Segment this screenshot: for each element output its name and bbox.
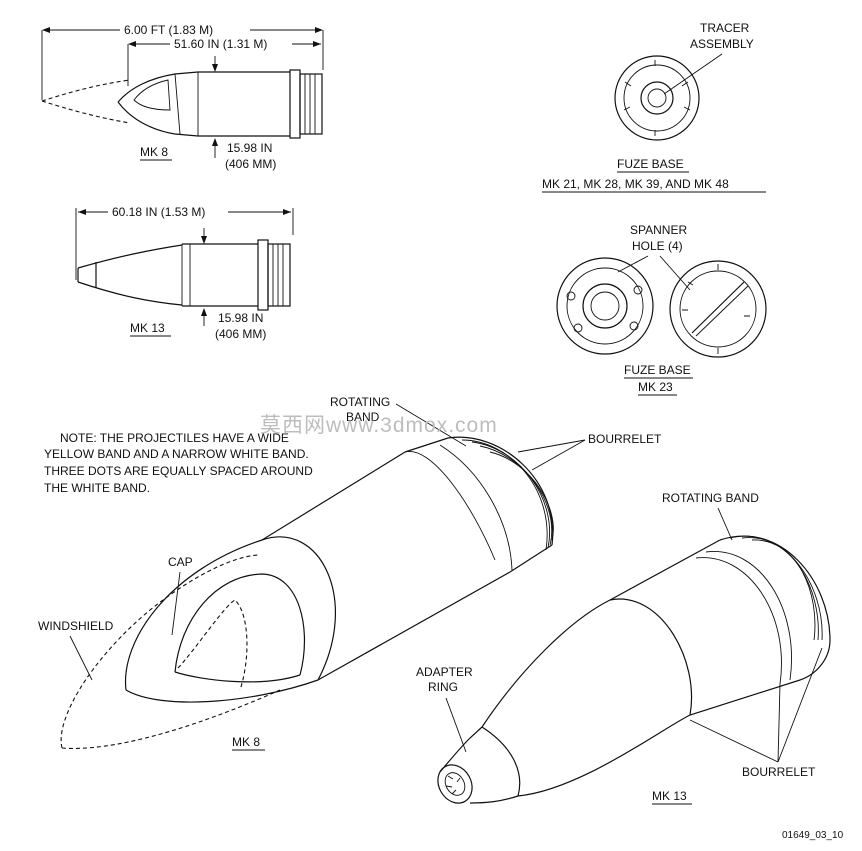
mk13-diameter-mm: (406 MM): [215, 327, 266, 341]
mk13-rotating-band: ROTATING BAND: [662, 491, 759, 505]
mk8-rotating-band-line2: BAND: [346, 410, 380, 424]
fuze-base-2-subtitle: MK 23: [638, 380, 673, 394]
mk13-adapter-line2: RING: [428, 680, 458, 694]
mk13-projectile: ROTATING BAND ADAPTER RING BOURRELET MK …: [416, 491, 831, 805]
note-line3: THREE DOTS ARE EQUALLY SPACED AROUND: [44, 464, 313, 478]
note-line1: NOTE: THE PROJECTILES HAVE A WIDE: [60, 431, 289, 445]
mk13-top-name: MK 13: [130, 321, 165, 335]
mk8-top-name: MK 8: [140, 145, 168, 159]
note-line4: THE WHITE BAND.: [44, 481, 150, 495]
mk13-bourrelet: BOURRELET: [742, 765, 816, 779]
mk8-profile: 6.00 FT (1.83 M) 51.60 IN (1.31 M) 15.98…: [41, 23, 324, 171]
spanner-hole-line1: SPANNER: [630, 223, 687, 237]
spanner-hole-line2: HOLE (4): [632, 239, 683, 253]
mk8-windshield: WINDSHIELD: [38, 619, 114, 633]
note-line2: YELLOW BAND AND A NARROW WHITE BAND.: [44, 447, 309, 461]
mk13-main-name: MK 13: [652, 789, 687, 803]
fuze-base-2-title: FUZE BASE: [624, 363, 691, 377]
mk13-diameter-in: 15.98 IN: [218, 311, 263, 325]
mk8-body-length: 51.60 IN (1.31 M): [174, 37, 267, 51]
mk13-overall-length: 60.18 IN (1.53 M): [112, 205, 205, 219]
fuze-base-1-title: FUZE BASE: [617, 157, 684, 171]
mk8-diameter-mm: (406 MM): [225, 157, 276, 171]
watermark: 莫西网www.3dmox.com: [260, 414, 498, 437]
mk8-rotating-band-line1: ROTATING: [330, 395, 390, 409]
mk13-adapter-line1: ADAPTER: [416, 665, 473, 679]
fuze-base-1-subtitle: MK 21, MK 28, MK 39, AND MK 48: [542, 177, 729, 191]
mk8-projectile: ROTATING BAND BOURRELET CAP WINDSHIELD M…: [38, 395, 662, 751]
fuze-base-mk23: SPANNER HOLE (4) FUZE BASE MK 23: [556, 223, 767, 396]
mk8-overall-length: 6.00 FT (1.83 M): [124, 23, 213, 37]
note-block: NOTE: THE PROJECTILES HAVE A WIDE YELLOW…: [44, 431, 313, 495]
mk8-main-name: MK 8: [232, 735, 260, 749]
mk8-diameter-in: 15.98 IN: [227, 141, 272, 155]
mk13-profile: 60.18 IN (1.53 M) 15.98 IN (406 MM) MK 1…: [75, 205, 294, 341]
tracer-assembly-line2: ASSEMBLY: [690, 37, 754, 51]
fuze-base-tracer: TRACER ASSEMBLY FUZE BASE MK 21, MK 28, …: [542, 21, 766, 193]
mk8-cap: CAP: [168, 555, 193, 569]
tracer-assembly-line1: TRACER: [700, 21, 750, 35]
mk8-bourrelet: BOURRELET: [588, 432, 662, 446]
figure-id: 01649_03_10: [782, 830, 844, 841]
